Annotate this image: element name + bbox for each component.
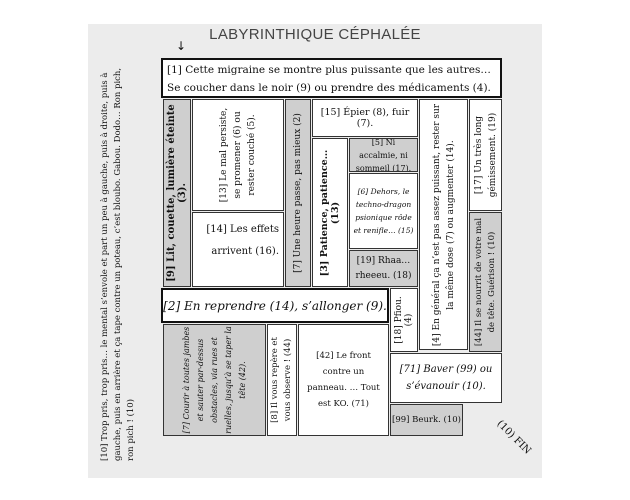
cell-15[interactable]: [15] Épier (8), fuir (7). — [312, 99, 418, 137]
cell-42[interactable]: [42] Le front contre un panneau. … Tout … — [298, 324, 389, 436]
cell-2[interactable]: [2] En reprendre (14), s’allonger (9). — [161, 288, 389, 323]
cell-99[interactable]: [99] Beurk. (10) — [390, 404, 463, 436]
cell-6[interactable]: [6] Dehors, le techno-dragon psionique r… — [349, 173, 418, 249]
cell-17[interactable]: [17] Un très long gémissement. (19) — [469, 99, 502, 211]
cell-4[interactable]: [4] En général ça n’est pas assez puissa… — [419, 99, 468, 350]
cell-44[interactable]: [44] Il se nourrit de votre mal de tête.… — [469, 212, 502, 352]
cell-1-line2: Se coucher dans le noir (9) ou prendre d… — [167, 82, 491, 94]
cell-3[interactable]: [3] Patience, patience… (13) — [312, 138, 348, 287]
cell-7-top[interactable]: [7] Une heure passe, pas mieux (2) — [285, 99, 311, 287]
cell-19[interactable]: [19] Rhaa… rheeeu. (18) — [349, 250, 418, 287]
page-title: LABYRINTHIQUE CÉPHALÉE — [209, 26, 421, 43]
cell-10: [10] Trop pris, trop pris… le mental s’e… — [100, 67, 136, 461]
cell-9[interactable]: [9] Lit, couette, lumière éteinte (3). — [163, 99, 191, 287]
cell-1-line1: [1] Cette migraine se montre plus puissa… — [167, 64, 491, 76]
cell-14[interactable]: [14] Les effets arrivent (16). — [192, 212, 284, 287]
cell-7-bottom[interactable]: [7] Courir à toutes jambes et sauter par… — [163, 324, 266, 436]
start-arrow-icon: ↓ — [176, 39, 187, 53]
cell-1[interactable]: [1] Cette migraine se montre plus puissa… — [161, 58, 502, 98]
cell-71[interactable]: [71] Baver (99) ou s’évanouir (10). — [390, 353, 502, 403]
cell-8[interactable]: [8] Il vous repère et vous observe ! (44… — [267, 324, 297, 436]
cell-18[interactable]: [18] Pfiou. (4) — [390, 288, 418, 352]
cell-5[interactable]: [5] Ni accalmie, ni sommeil (17). — [349, 138, 418, 172]
cell-13[interactable]: [13] Le mal persiste, se promener (6) ou… — [192, 99, 284, 211]
